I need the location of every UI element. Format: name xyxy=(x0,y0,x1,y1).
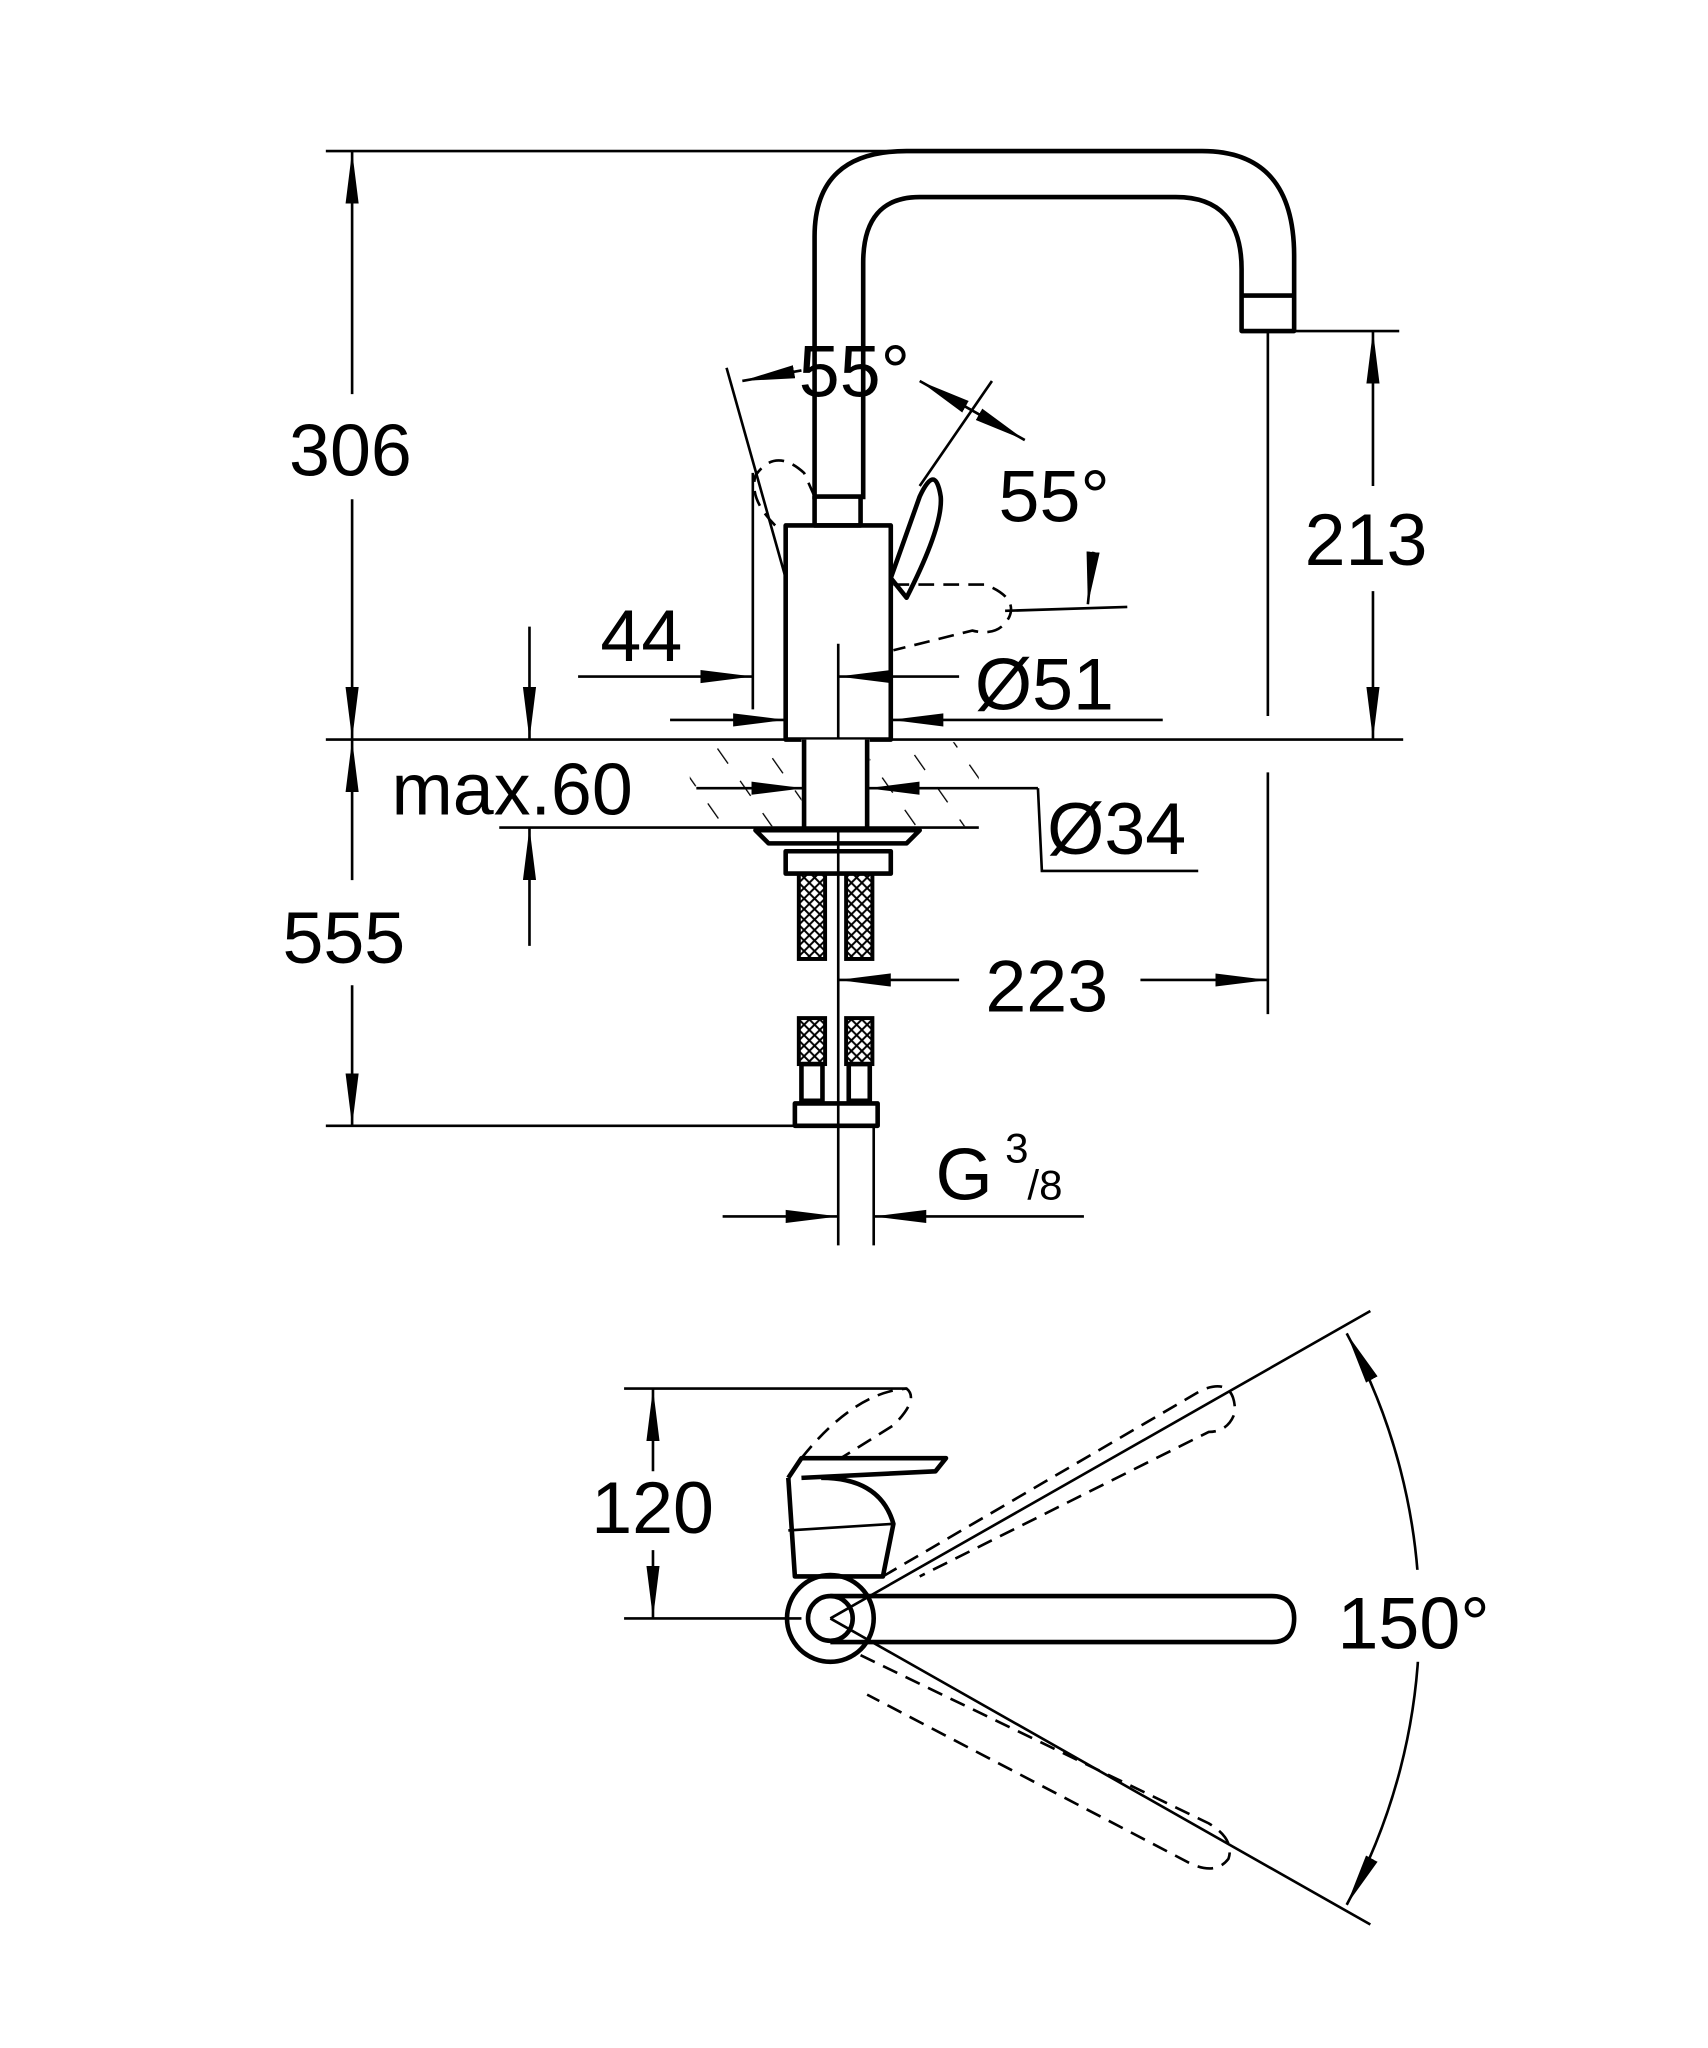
hose-right xyxy=(844,871,875,961)
lever xyxy=(888,477,944,601)
dim-counter-thickness: max.60 xyxy=(392,747,633,830)
dim-connection-den: /8 xyxy=(1027,1161,1062,1208)
spout xyxy=(812,148,1297,500)
dim-total-height: 306 xyxy=(289,409,412,492)
dim-handle-clearance: 44 xyxy=(600,594,682,677)
lever-angle-2: 55° xyxy=(999,455,1110,538)
spout-top-view xyxy=(830,1593,1297,1645)
connection-nut xyxy=(792,1101,880,1129)
side-view: 306 555 55° 55° 213 44 Ø51 xyxy=(282,148,1428,1246)
dim-body-diameter: Ø51 xyxy=(975,642,1114,725)
dim-spout-reach: 223 xyxy=(985,945,1108,1028)
dim-shank-diameter: Ø34 xyxy=(1047,787,1186,870)
collar xyxy=(812,494,863,528)
dim-swivel-angle: 150° xyxy=(1337,1582,1489,1665)
dim-top-height: 120 xyxy=(591,1466,714,1549)
top-view: 120 150° xyxy=(591,1309,1505,1926)
dim-spout-height: 213 xyxy=(1305,498,1428,581)
dim-connection-letter: G xyxy=(935,1132,992,1215)
dim-connection-num: 3 xyxy=(1005,1125,1028,1172)
hose-left xyxy=(796,871,828,961)
dim-below-counter: 555 xyxy=(282,896,405,979)
lever-angle-1: 55° xyxy=(799,330,910,413)
spout-base-circle xyxy=(784,1572,877,1665)
